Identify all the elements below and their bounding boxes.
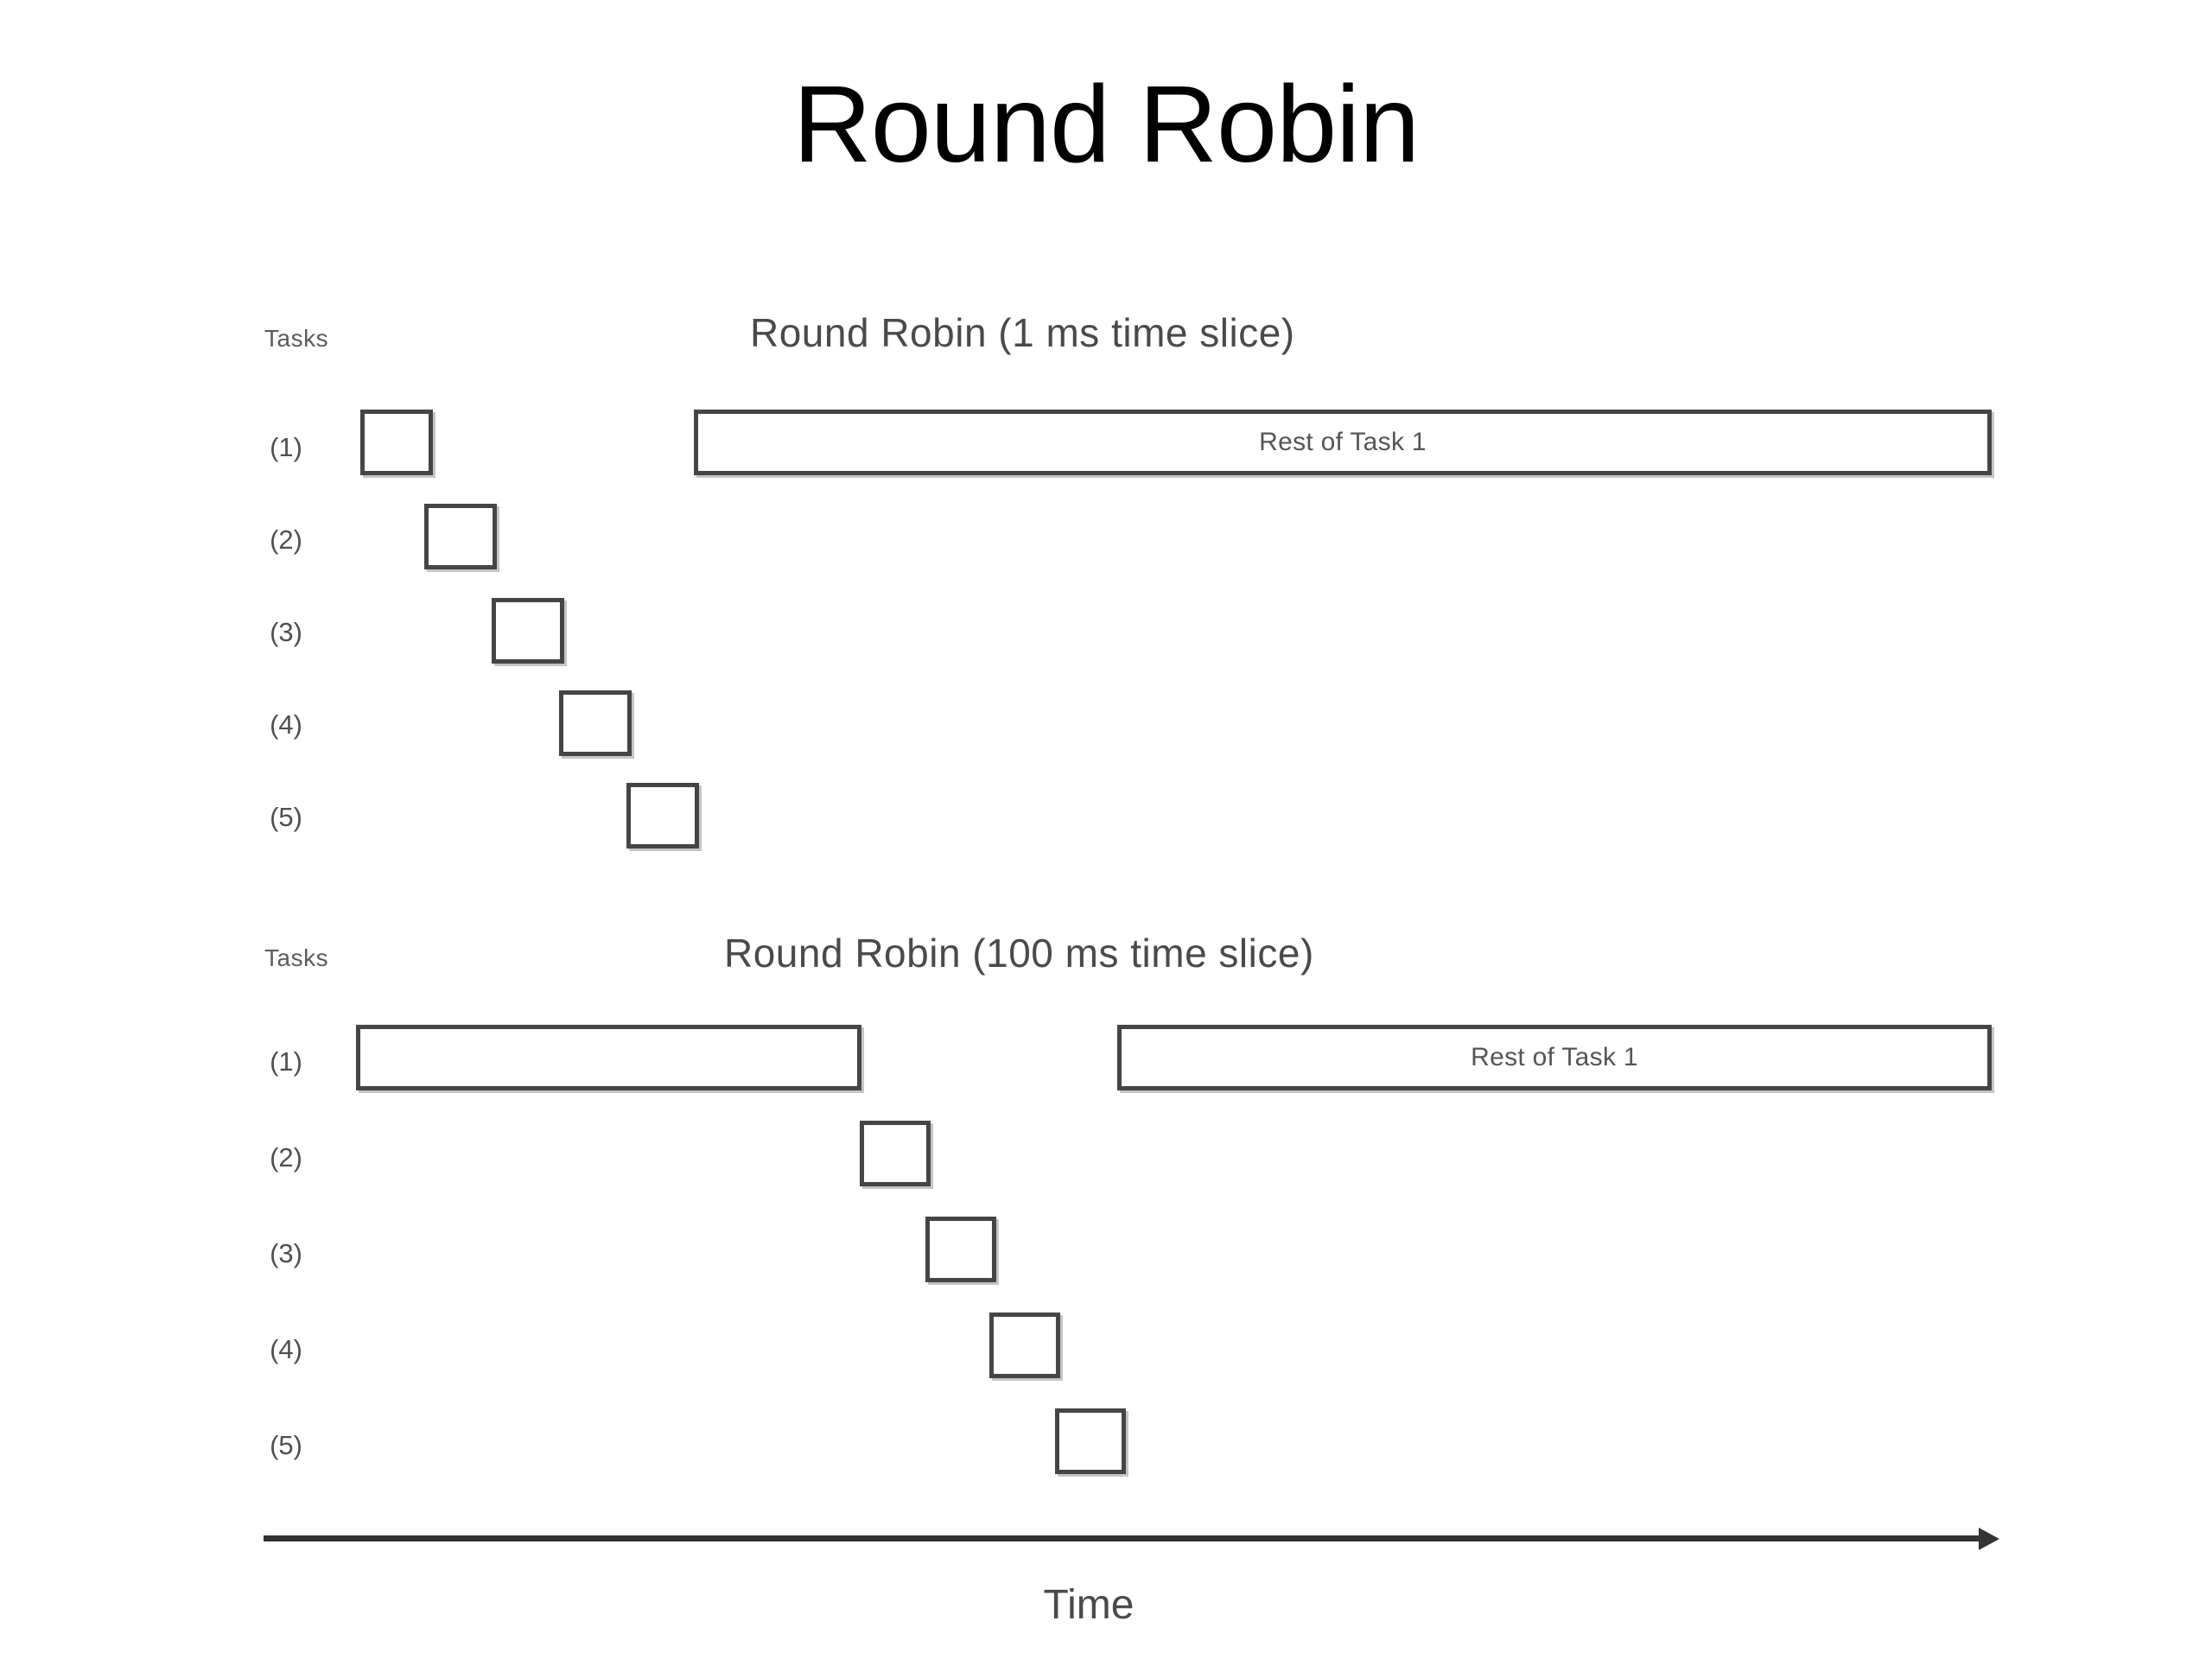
time-slice-box-task-2 (424, 504, 497, 569)
row-label-task-2: (2) (270, 524, 302, 555)
time-slice-box-task-3 (925, 1217, 996, 1282)
time-axis-arrow-icon (1979, 1528, 1999, 1550)
time-slice-box-task-1 (360, 410, 433, 475)
row-label-task-4: (4) (270, 1334, 302, 1364)
row-label-task-2: (2) (270, 1142, 302, 1173)
time-axis-caption: Time (1043, 1582, 1135, 1628)
time-slice-box-task-5 (1055, 1408, 1126, 1474)
row-label-task-3: (3) (270, 1238, 302, 1268)
row-label-task-4: (4) (270, 709, 302, 740)
row-label-task-1: (1) (270, 432, 302, 462)
time-slice-box-task-4 (989, 1313, 1060, 1378)
time-slice-bar-task-1 (356, 1025, 861, 1090)
time-slice-box-task-5 (626, 783, 699, 849)
time-slice-box-task-2 (860, 1121, 931, 1186)
rest-of-task-1-bar-label: Rest of Task 1 (1471, 1043, 1638, 1071)
row-label-task-3: (3) (270, 617, 302, 647)
rest-of-task-1-bar: Rest of Task 1 (694, 410, 1992, 475)
row-label-task-1: (1) (270, 1046, 302, 1077)
chart-title: Round Robin (100 ms time slice) (724, 931, 1314, 976)
chart-title: Round Robin (1 ms time slice) (750, 310, 1295, 355)
time-slice-box-task-3 (492, 598, 564, 664)
page-title: Round Robin (792, 63, 1421, 185)
row-label-task-5: (5) (270, 802, 302, 832)
rest-of-task-1-bar-label: Rest of Task 1 (1259, 428, 1427, 456)
row-label-task-5: (5) (270, 1430, 302, 1460)
tasks-axis-label: Tasks (264, 944, 329, 971)
time-slice-box-task-4 (559, 690, 632, 756)
time-axis-line (264, 1535, 1987, 1541)
rest-of-task-1-bar: Rest of Task 1 (1117, 1025, 1992, 1090)
tasks-axis-label: Tasks (264, 325, 329, 352)
